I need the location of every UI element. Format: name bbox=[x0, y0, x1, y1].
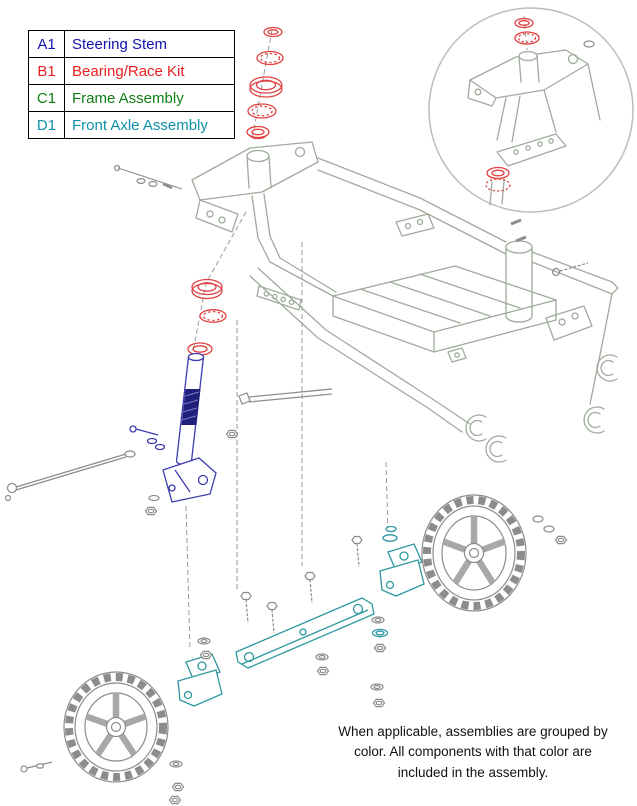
bearing-race-kit-top bbox=[246, 26, 284, 140]
detail-inset bbox=[428, 7, 634, 213]
legend-code: A1 bbox=[28, 30, 65, 58]
legend-code: B1 bbox=[28, 57, 65, 85]
legend-code: C1 bbox=[28, 84, 65, 112]
inset-hardware bbox=[583, 40, 595, 48]
legend-label: Bearing/Race Kit bbox=[64, 57, 235, 85]
legend-label: Front Axle Assembly bbox=[64, 111, 235, 139]
right-front-wheel bbox=[421, 494, 527, 612]
legend-row-steering-stem: A1 Steering Stem bbox=[28, 30, 235, 58]
steering-stem bbox=[129, 352, 217, 503]
hardware-fasteners bbox=[4, 164, 589, 805]
detail-inset-circle bbox=[428, 7, 634, 213]
legend-label: Steering Stem bbox=[64, 30, 235, 58]
bearing-race-kit-mid bbox=[187, 278, 227, 356]
inset-bearings bbox=[485, 17, 540, 192]
legend-code: D1 bbox=[28, 111, 65, 139]
left-front-wheel bbox=[63, 671, 169, 783]
legend-row-frame-assembly: C1 Frame Assembly bbox=[28, 84, 235, 112]
legend-table: A1 Steering Stem B1 Bearing/Race Kit C1 … bbox=[28, 30, 235, 139]
legend-row-front-axle-assembly: D1 Front Axle Assembly bbox=[28, 111, 235, 139]
legend-row-bearing-race-kit: B1 Bearing/Race Kit bbox=[28, 57, 235, 85]
legend-label: Frame Assembly bbox=[64, 84, 235, 112]
assembly-note: When applicable, assemblies are grouped … bbox=[338, 724, 608, 780]
inset-frame bbox=[467, 49, 601, 206]
front-axle-assembly bbox=[177, 525, 425, 707]
frame-assembly bbox=[191, 141, 619, 463]
